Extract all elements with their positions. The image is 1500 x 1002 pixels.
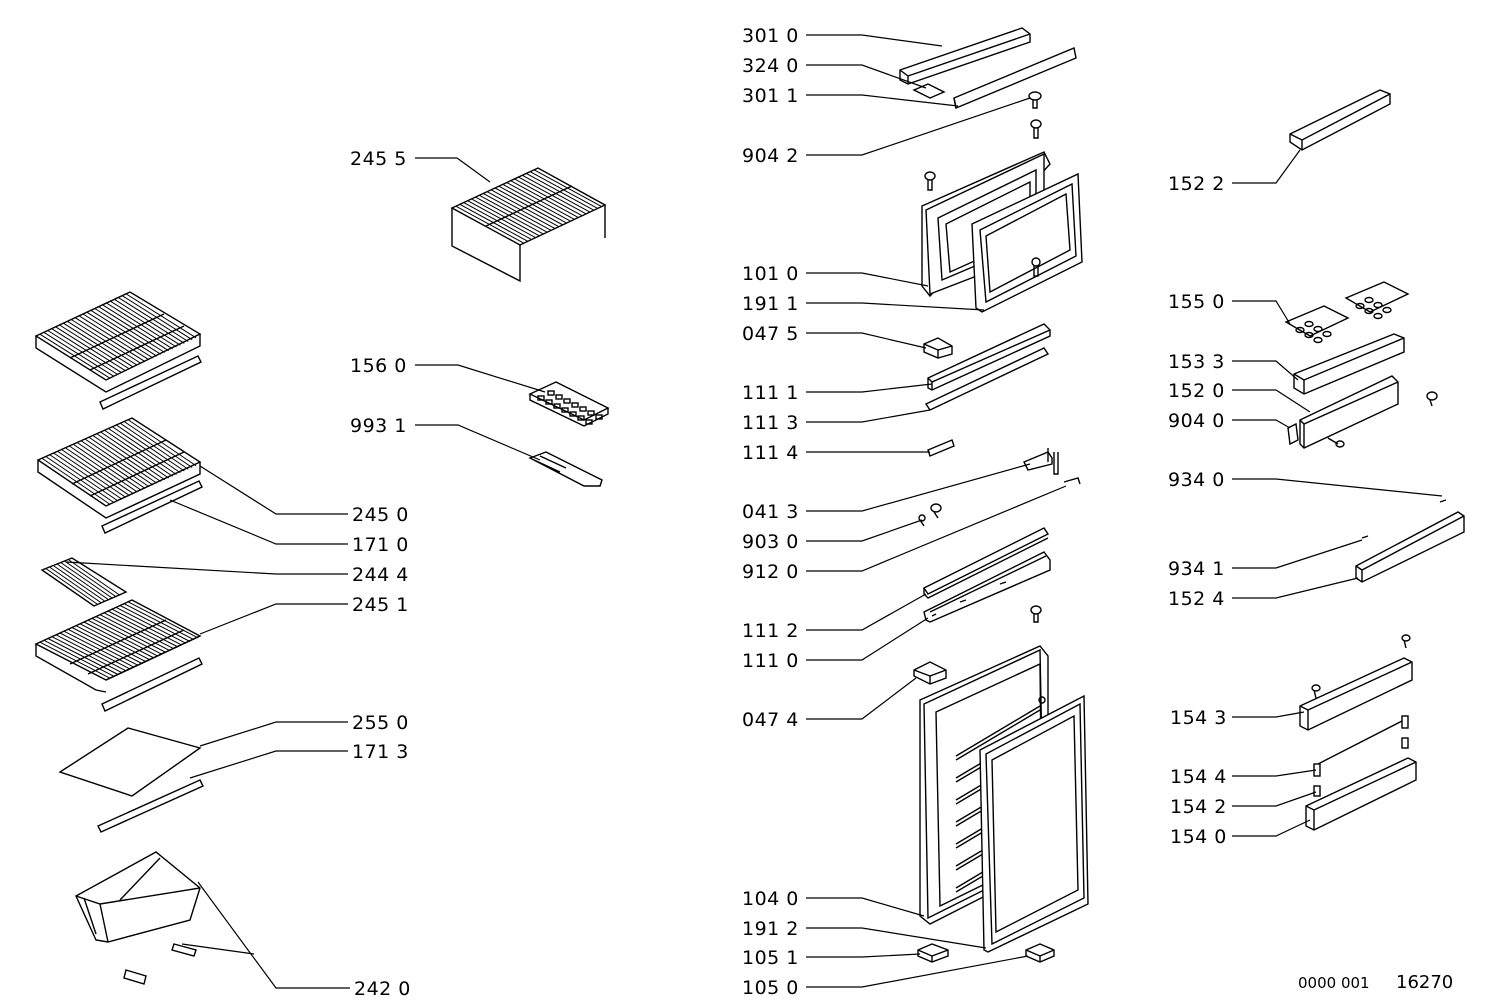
part-label: 152 2 (1168, 173, 1225, 195)
screw-icon (1030, 119, 1042, 139)
part-label: 301 1 (742, 85, 799, 107)
part-label: 154 2 (1170, 796, 1227, 818)
part-label: 111 1 (742, 382, 799, 404)
screw-icon (1030, 605, 1042, 623)
part-label: 993 1 (350, 415, 407, 437)
part-label: 154 3 (1170, 707, 1227, 729)
fridge-door-gasket-191-2 (979, 694, 1089, 953)
part-label: 104 0 (742, 888, 799, 910)
leader-lines (65, 34, 1443, 989)
door-shelf-152-0 (1287, 375, 1438, 449)
door-shelf-153-3 (1293, 333, 1405, 395)
crisper-drawer-242-0 (75, 851, 201, 985)
egg-tray-155-0 (1284, 281, 1410, 344)
screw-icon (924, 171, 936, 191)
part-label: 242 0 (354, 978, 411, 1000)
drawing-number: 16270 (1396, 972, 1453, 993)
part-label: 324 0 (742, 55, 799, 77)
part-label: 904 2 (742, 145, 799, 167)
part-label: 154 0 (1170, 826, 1227, 848)
part-label: 301 0 (742, 25, 799, 47)
part-label: 245 5 (350, 148, 407, 170)
hinge-cover-105-1 (917, 943, 949, 963)
part-label: 156 0 (350, 355, 407, 377)
hinge-cover-047-5 (923, 337, 953, 359)
part-label: 245 0 (352, 504, 409, 526)
rails-111-2-111-0 (922, 527, 1051, 623)
part-label: 152 0 (1168, 380, 1225, 402)
wire-shelf-245-0 (36, 417, 203, 534)
part-label: 153 3 (1168, 351, 1225, 373)
part-label: 047 4 (742, 709, 799, 731)
screw-icon (1426, 391, 1438, 407)
part-label: 047 5 (742, 323, 799, 345)
wire-shelf-245-0-upper (34, 291, 202, 410)
wire-rack-245-5 (450, 167, 607, 283)
screw-icon (1028, 91, 1042, 109)
part-label: 904 0 (1168, 410, 1225, 432)
door-shelf-152-2 (1289, 89, 1391, 151)
hinge-cover-105-0 (1025, 943, 1055, 963)
door-shelf-152-4 (1355, 499, 1465, 583)
ice-tray-156-0 (528, 381, 610, 427)
part-label: 154 4 (1170, 766, 1227, 788)
screw-icon (1327, 437, 1345, 448)
part-label: 245 1 (352, 594, 409, 616)
part-label: 934 1 (1168, 558, 1225, 580)
scraper-993-1 (528, 451, 603, 487)
part-label: 111 2 (742, 620, 799, 642)
bottle-bar-154-4 (1313, 715, 1409, 797)
part-label: 111 0 (742, 650, 799, 672)
bottle-shelf-154-3 (1299, 634, 1413, 731)
cover-047-4 (913, 661, 947, 685)
part-labels: 245 5 156 0 993 1 245 0 171 0 244 4 245 … (350, 25, 1453, 1000)
screw-icon (1401, 634, 1411, 649)
part-label: 255 0 (352, 712, 409, 734)
part-label: 171 0 (352, 534, 409, 556)
part-label: 041 3 (742, 501, 799, 523)
part-label: 105 1 (742, 947, 799, 969)
part-label: 101 0 (742, 263, 799, 285)
part-label: 105 0 (742, 977, 799, 999)
drawing-code: 0000 001 (1298, 974, 1370, 992)
rails-111 (924, 323, 1051, 457)
glass-shelf-255-0 (58, 727, 204, 833)
part-label: 934 0 (1168, 469, 1225, 491)
part-label: 191 1 (742, 293, 799, 315)
screw-icon (918, 514, 926, 527)
part-drawings (34, 27, 1465, 985)
small-wire-shelf-244-4 (40, 557, 128, 607)
part-label: 912 0 (742, 561, 799, 583)
screw-icon (1311, 684, 1321, 699)
part-label: 903 0 (742, 531, 799, 553)
top-trims (899, 27, 1077, 191)
bottle-shelf-154-0 (1305, 757, 1417, 831)
part-label: 111 3 (742, 412, 799, 434)
part-label: 155 0 (1168, 291, 1225, 313)
part-label: 111 4 (742, 442, 799, 464)
part-label: 171 3 (352, 741, 409, 763)
part-label: 191 2 (742, 918, 799, 940)
hinge-041-3 (918, 448, 1081, 527)
part-label: 152 4 (1168, 588, 1225, 610)
screw-icon (930, 503, 942, 519)
part-label: 244 4 (352, 564, 409, 586)
freezer-door-gasket-191-1 (971, 172, 1083, 313)
wire-shelf-245-1 (34, 599, 203, 712)
